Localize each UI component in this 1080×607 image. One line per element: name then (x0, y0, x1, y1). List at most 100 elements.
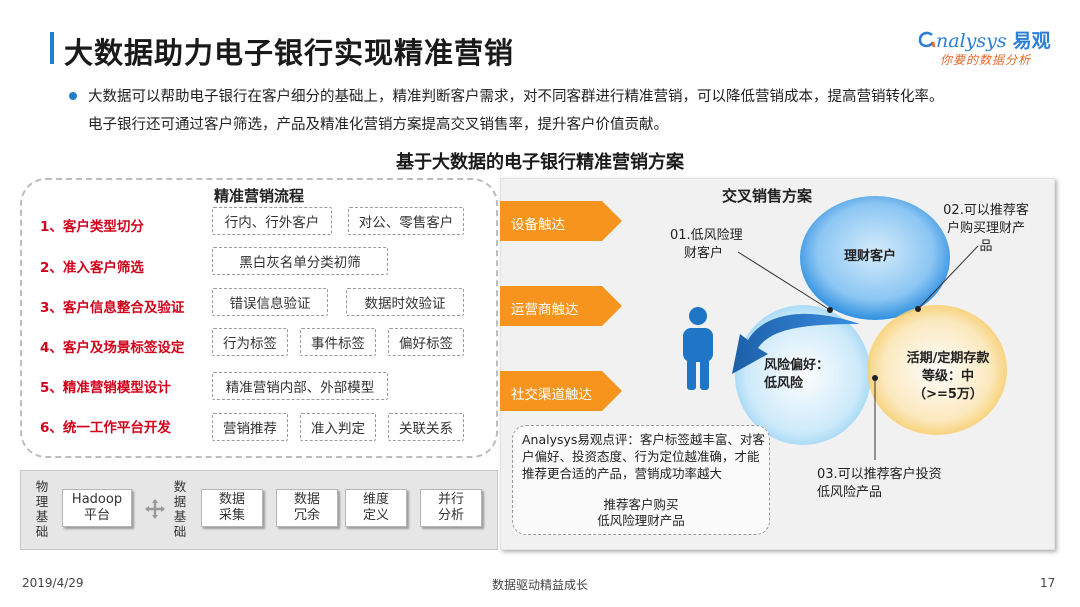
bullet-dot-icon (69, 92, 77, 100)
label-char: 物 (35, 479, 49, 494)
flow-tag: 黑白灰名单分类初筛 (212, 247, 388, 275)
note-line: 品 (979, 239, 993, 254)
label-char: 据 (173, 494, 187, 509)
circle-line: 活期/定期存款 (906, 351, 990, 366)
label-char: 础 (35, 524, 49, 539)
flow-step-2: 2、准入客户筛选 (40, 260, 144, 276)
base-tag-line: 平台 (83, 508, 110, 523)
note-03: 03.可以推荐客户投资 低风险产品 (817, 466, 942, 502)
circle-wealth-customer (800, 196, 950, 320)
label-char: 数 (173, 479, 187, 494)
base-tag-line: 并行 (437, 492, 464, 507)
base-tag-line: 维度 (362, 492, 389, 507)
page-title: 大数据助力电子银行实现精准营销 (64, 36, 515, 70)
callout-line-02 (917, 245, 979, 310)
channel-label-device: 设备触达 (511, 217, 565, 233)
recommend-line: 推荐客户购买 (603, 497, 679, 512)
base-tag-line: 采集 (218, 508, 245, 523)
base-tag-line: 分析 (437, 508, 464, 523)
circle-deposit-level (867, 305, 1007, 435)
data-foundation-label: 数 据 基 础 (172, 479, 188, 539)
title-accent-bar (50, 32, 54, 64)
flow-tag: 对公、零售客户 (348, 207, 464, 235)
data-collection-box: 数据采集 (201, 489, 263, 527)
recommend-line: 低风险理财产品 (597, 513, 685, 528)
page-number: 17 (1040, 576, 1056, 590)
channel-label-social: 社交渠道触达 (511, 387, 592, 403)
logo-swirl-icon (918, 31, 936, 48)
base-tag-line: 冗余 (293, 508, 320, 523)
note-line: 户购买理财产 (946, 221, 1025, 236)
flow-step-6: 6、统一工作平台开发 (40, 420, 171, 436)
label-char: 础 (173, 524, 187, 539)
analysys-comment: Analysys易观点评：客户标签越丰富、对客户偏好、投资态度、行为定位越准确，… (522, 432, 765, 481)
dimension-definition-box: 维度定义 (345, 489, 407, 527)
flow-tag: 营销推荐 (212, 413, 288, 441)
logo-cn: 易观 (1012, 30, 1051, 52)
recommend-label: 推荐客户购买 低风险理财产品 (512, 497, 770, 529)
label-char: 理 (35, 494, 49, 509)
channel-arrow-device (500, 201, 622, 241)
circle-left-label: 风险偏好： 低风险 (764, 357, 829, 393)
circle-line: 低风险 (764, 376, 804, 391)
note-line: 02.可以推荐客 (943, 203, 1029, 218)
flow-step-5: 5、精准营销模型设计 (40, 380, 171, 396)
physical-foundation-label: 物 理 基 础 (34, 479, 50, 539)
flow-tag: 准入判定 (300, 413, 376, 441)
analysys-comment-box (512, 425, 770, 535)
callout-dot-02 (915, 306, 921, 312)
callout-dot-01 (827, 307, 833, 313)
footer-slogan: 数据驱动精益成长 (491, 578, 588, 592)
flow-tag: 行为标签 (212, 328, 288, 356)
data-redundancy-box: 数据冗余 (276, 489, 338, 527)
flow-tag: 事件标签 (300, 328, 376, 356)
note-02: 02.可以推荐客 户购买理财产 品 (936, 202, 1036, 256)
circle-risk-preference (735, 305, 871, 445)
marketing-flow-panel (20, 178, 498, 458)
flow-tag: 偏好标签 (388, 328, 464, 356)
base-tag-line: 数据 (218, 492, 245, 507)
channel-arrow-carrier (500, 286, 622, 326)
base-tag-line: 数据 (293, 492, 320, 507)
logo-slogan: 你要的数据分析 (940, 53, 1032, 67)
note-01: 01.低风险理 财客户 (670, 227, 743, 263)
note-line: 财客户 (684, 246, 724, 261)
analysys-logo: nalysys 易观 你要的数据分析 (918, 26, 1068, 74)
flow-step-4: 4、客户及场景标签设定 (40, 340, 185, 356)
recommend-arrow-icon (732, 313, 860, 374)
base-tag-line: 定义 (362, 508, 389, 523)
label-char: 基 (35, 509, 49, 524)
cross-selling-title: 交叉销售方案 (722, 187, 813, 205)
intro-line-1: 大数据可以帮助电子银行在客户细分的基础上，精准判断客户需求，对不同客群进行精准营… (88, 89, 944, 105)
plus-arrows-icon (145, 499, 165, 519)
intro-line-2: 电子银行还可通过客户筛选，产品及精准化营销方案提高交叉销售率，提升客户价值贡献。 (88, 117, 668, 133)
circle-top-label: 理财客户 (844, 249, 897, 264)
callout-dot-03 (872, 375, 878, 381)
scheme-title: 基于大数据的电子银行精准营销方案 (396, 152, 684, 173)
logo-latin: nalysys (936, 30, 1007, 52)
note-line: 01.低风险理 (670, 228, 743, 243)
flow-title: 精准营销流程 (213, 187, 304, 205)
circle-line: （>=5万） (913, 387, 983, 402)
note-line: 低风险产品 (817, 485, 883, 500)
customer-person-icon (683, 307, 713, 390)
flow-tag: 错误信息验证 (212, 288, 328, 316)
parallel-analysis-box: 并行分析 (420, 489, 482, 527)
flow-tag: 行内、行外客户 (212, 207, 332, 235)
flow-tag: 关联关系 (388, 413, 464, 441)
channel-arrow-social (500, 371, 622, 411)
circle-line: 风险偏好： (764, 358, 830, 373)
flow-step-1: 1、客户类型切分 (40, 219, 144, 235)
base-tag-line: Hadoop (71, 492, 123, 507)
channel-label-carrier: 运营商触达 (511, 302, 579, 318)
callout-line-01 (737, 251, 831, 311)
logo-wordmark: nalysys 易观 (918, 26, 1051, 53)
label-char: 基 (173, 509, 187, 524)
flow-step-3: 3、客户信息整合及验证 (40, 300, 185, 316)
flow-tag: 精准营销内部、外部模型 (212, 372, 388, 400)
circle-right-label: 活期/定期存款 等级：中 （>=5万） (898, 350, 998, 404)
note-line: 03.可以推荐客户投资 (817, 467, 942, 482)
footer-date: 2019/4/29 (22, 576, 84, 590)
cross-selling-diagram (683, 196, 1007, 460)
